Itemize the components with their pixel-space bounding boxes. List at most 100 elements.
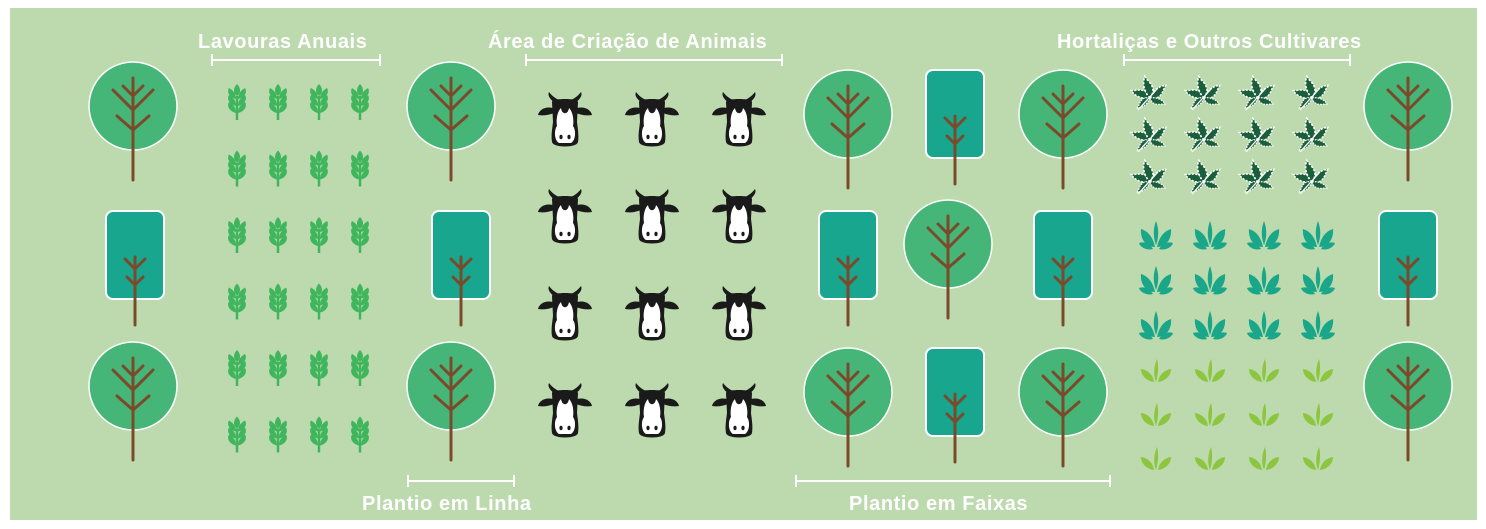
- lavouras-anuais-label: Lavouras Anuais: [198, 31, 368, 53]
- square-tree-icon: [431, 210, 491, 327]
- label-bracket: [407, 475, 515, 487]
- herb-icon: [1129, 116, 1168, 153]
- round-tree-icon: [1018, 347, 1108, 468]
- herb-icon: [1237, 74, 1276, 111]
- cow-icon: [625, 92, 679, 147]
- round-tree-icon: [1018, 69, 1108, 190]
- square-tree-icon: [1378, 210, 1438, 327]
- wheat-icon: [351, 217, 369, 253]
- teal-sprout-icon: [1247, 221, 1281, 250]
- cow-icon: [538, 189, 592, 244]
- teal-sprout-icon: [1139, 221, 1173, 250]
- light-sprout-icon: [1141, 359, 1171, 382]
- wheat-icon: [310, 416, 328, 453]
- round-tree-icon: [1363, 61, 1453, 182]
- cow-icon: [538, 92, 592, 147]
- light-sprout-icon: [1141, 403, 1171, 426]
- round-tree-icon: [88, 61, 178, 182]
- wheat-icon: [228, 416, 246, 453]
- cow-icon: [538, 383, 592, 438]
- herb-icon: [1129, 158, 1168, 195]
- herb-icon: [1129, 74, 1168, 111]
- light-sprout-icon: [1303, 403, 1333, 426]
- light-sprout-icon: [1195, 359, 1225, 382]
- wheat-icon: [310, 150, 328, 187]
- label-brackets: [211, 54, 1351, 487]
- round-tree-icon: [406, 341, 496, 462]
- hortalicas-outros-cultivares-label: Hortaliças e Outros Cultivares: [1057, 31, 1362, 53]
- wheat-icon: [269, 84, 287, 120]
- round-tree-icon: [903, 199, 993, 320]
- label-bracket: [1123, 54, 1351, 66]
- light-sprout-icon: [1249, 447, 1279, 470]
- light-sprout-icon: [1303, 447, 1333, 470]
- cow-icon: [625, 189, 679, 244]
- light-sprout-icon: [1195, 447, 1225, 470]
- light-sprout-icon: [1195, 403, 1225, 426]
- herb-icon: [1237, 158, 1276, 195]
- cow-icon: [538, 286, 592, 341]
- diagram-canvas: [88, 54, 1453, 487]
- teal-sprout-icon: [1301, 311, 1335, 340]
- wheat-icon: [228, 283, 246, 320]
- icon-layer: [88, 61, 1453, 470]
- light-sprout-icon: [1303, 359, 1333, 382]
- wheat-icon: [351, 150, 369, 187]
- wheat-icon: [351, 350, 369, 386]
- cow-icon: [712, 383, 766, 438]
- cow-icon: [712, 286, 766, 341]
- cow-icon: [625, 286, 679, 341]
- teal-sprout-icon: [1139, 266, 1173, 295]
- wheat-icon: [269, 416, 287, 453]
- herb-icon: [1291, 158, 1330, 195]
- wheat-icon: [351, 84, 369, 120]
- round-tree-icon: [803, 69, 893, 190]
- wheat-icon: [269, 283, 287, 320]
- herb-icon: [1183, 74, 1222, 111]
- agroforestry-diagram: Lavouras Anuais Área de Criação de Anima…: [10, 8, 1477, 520]
- wheat-icon: [269, 350, 287, 386]
- label-bracket: [525, 54, 783, 66]
- square-tree-icon: [925, 347, 985, 464]
- wheat-icon: [310, 84, 328, 120]
- teal-sprout-icon: [1193, 221, 1227, 250]
- round-tree-icon: [406, 61, 496, 182]
- label-bracket: [795, 475, 1111, 487]
- round-tree-icon: [88, 341, 178, 462]
- herb-icon: [1237, 116, 1276, 153]
- teal-sprout-icon: [1193, 266, 1227, 295]
- herb-icon: [1183, 158, 1222, 195]
- wheat-icon: [228, 84, 246, 120]
- teal-sprout-icon: [1301, 266, 1335, 295]
- teal-sprout-icon: [1301, 221, 1335, 250]
- herb-icon: [1291, 74, 1330, 111]
- label-bracket: [211, 54, 381, 66]
- wheat-icon: [269, 150, 287, 187]
- cow-icon: [625, 383, 679, 438]
- cow-icon: [712, 92, 766, 147]
- square-tree-icon: [925, 69, 985, 186]
- wheat-icon: [351, 283, 369, 320]
- square-tree-icon: [105, 210, 165, 327]
- wheat-icon: [269, 217, 287, 253]
- wheat-icon: [351, 416, 369, 453]
- wheat-icon: [228, 350, 246, 386]
- wheat-icon: [228, 217, 246, 253]
- plantio-em-faixas-label: Plantio em Faixas: [849, 493, 1029, 515]
- round-tree-icon: [803, 347, 893, 468]
- wheat-icon: [310, 283, 328, 320]
- teal-sprout-icon: [1139, 311, 1173, 340]
- teal-sprout-icon: [1247, 266, 1281, 295]
- herb-icon: [1291, 116, 1330, 153]
- round-tree-icon: [1363, 341, 1453, 462]
- teal-sprout-icon: [1193, 311, 1227, 340]
- wheat-icon: [310, 350, 328, 386]
- wheat-icon: [228, 150, 246, 187]
- light-sprout-icon: [1141, 447, 1171, 470]
- light-sprout-icon: [1249, 403, 1279, 426]
- teal-sprout-icon: [1247, 311, 1281, 340]
- square-tree-icon: [1033, 210, 1093, 327]
- herb-icon: [1183, 116, 1222, 153]
- plantio-em-linha-label: Plantio em Linha: [362, 493, 532, 515]
- cow-icon: [712, 189, 766, 244]
